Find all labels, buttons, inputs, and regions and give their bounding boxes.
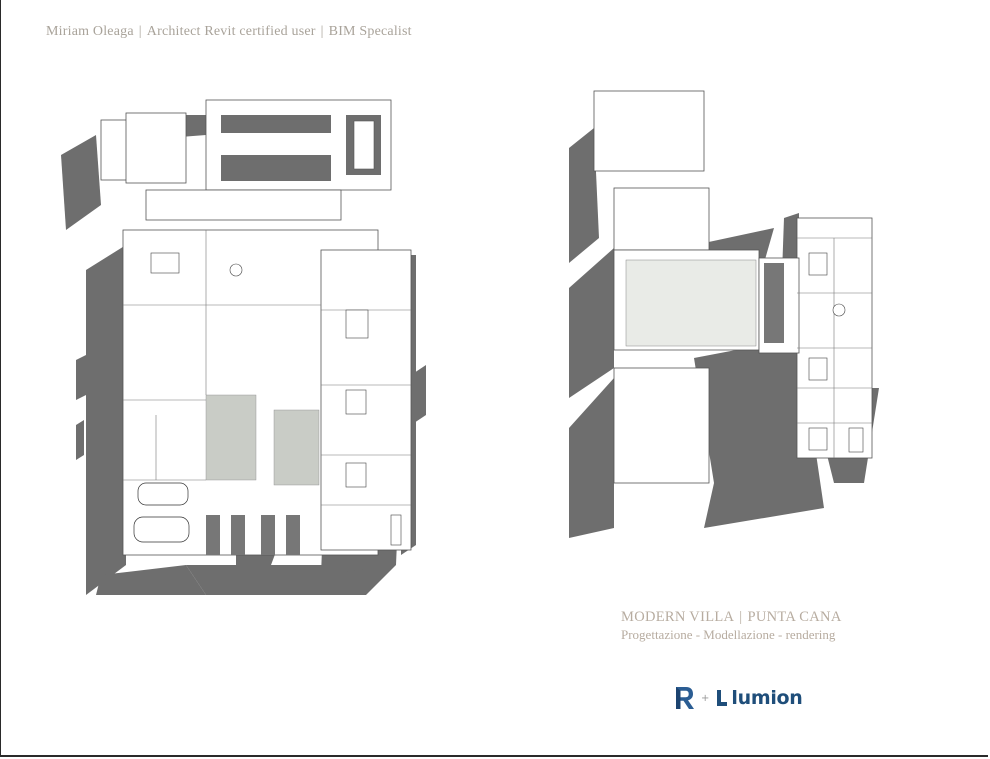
revit-r-icon xyxy=(673,685,695,711)
pool xyxy=(353,120,375,170)
project-caption: MODERN VILLA|PUNTA CANA Progettazione - … xyxy=(621,609,842,643)
project-subtitle: Progettazione - Modellazione - rendering xyxy=(621,627,836,642)
project-name: MODERN VILLA xyxy=(621,609,735,625)
interior-walls xyxy=(123,230,411,506)
sheet-header: Miriam Oleaga | Architect Revit certified … xyxy=(46,24,412,40)
courtyard xyxy=(205,394,320,486)
first-floor-plan xyxy=(569,90,879,538)
software-logos: + lumion xyxy=(673,684,803,712)
furniture xyxy=(150,252,402,546)
furniture xyxy=(808,252,864,453)
lumion-wordmark: lumion xyxy=(731,687,803,709)
pool-wall-shadow xyxy=(221,115,381,181)
header-separator: | xyxy=(138,24,142,39)
header-separator: | xyxy=(320,24,324,39)
project-title: MODERN VILLA|PUNTA CANA xyxy=(621,609,842,626)
plus-sign: + xyxy=(701,692,710,704)
title-separator: | xyxy=(739,609,743,625)
ground-floor-plan xyxy=(61,99,426,595)
garage-cars xyxy=(133,482,190,543)
author-name: Miriam Oleaga xyxy=(46,24,134,39)
roof-garden xyxy=(625,259,757,347)
columns xyxy=(206,515,300,555)
author-role: Architect Revit certified user xyxy=(146,24,316,39)
interior-walls xyxy=(797,237,872,458)
project-location: PUNTA CANA xyxy=(747,609,842,625)
stair-column xyxy=(764,263,784,343)
author-specialty: BIM Specalist xyxy=(328,24,412,39)
lumion-mark-icon xyxy=(717,690,728,706)
